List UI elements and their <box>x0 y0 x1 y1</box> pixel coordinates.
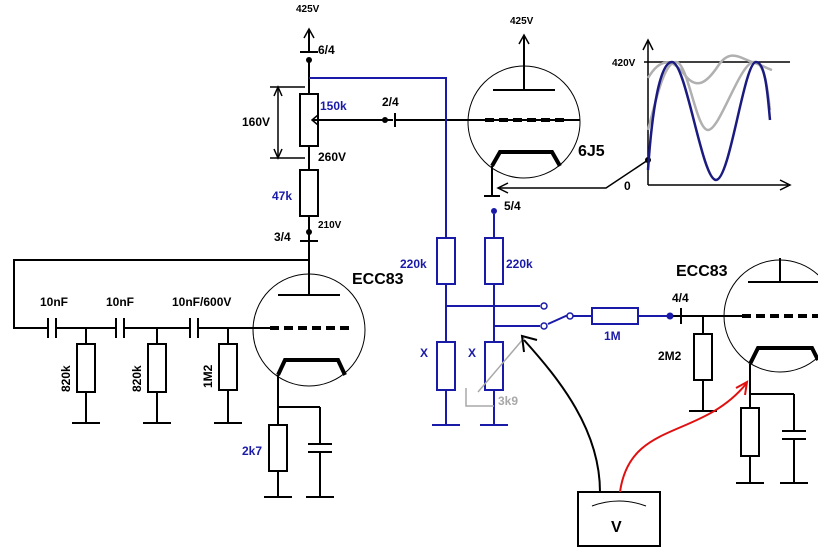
bridge-r-left: 220k <box>400 257 427 271</box>
bridge-x-left: X <box>420 346 428 360</box>
cathode <box>276 358 347 376</box>
eye-cathode-pin: 5/4 <box>504 199 521 213</box>
resistor-47k-label: 47k <box>272 189 292 203</box>
supply-arrow-right <box>518 33 530 62</box>
node-voltage-260: 260V <box>318 150 346 164</box>
cap-label-2: 10nF <box>106 295 134 309</box>
voltage-span-arrow <box>270 85 305 160</box>
tube-left-name: ECC83 <box>352 271 404 288</box>
cap-label-1: 10nF <box>40 295 68 309</box>
tube-ecc83-left <box>252 273 366 387</box>
trim-resistor <box>465 337 525 407</box>
waveform-top-label: 420V <box>612 58 636 69</box>
pot-pin: 2/4 <box>382 95 399 109</box>
bridge-r-right: 220k <box>506 257 533 271</box>
tube-right-name: ECC83 <box>676 263 728 280</box>
resistor-47k <box>299 169 319 217</box>
tube-eye-name: 6J5 <box>578 143 605 160</box>
meter-label: V <box>611 519 622 536</box>
waveform-zero-label: 0 <box>624 179 631 193</box>
probe-lead-red <box>619 380 749 493</box>
span-voltage: 160V <box>242 115 270 129</box>
voltmeter <box>577 491 661 547</box>
cathode-resistor-label: 2k7 <box>242 444 262 458</box>
node-voltage-210: 210V <box>318 220 342 231</box>
probe-lead-black <box>520 334 601 493</box>
supply-left-voltage: 425V <box>296 4 320 15</box>
grid-resistor-label: 2M2 <box>658 349 682 363</box>
supply-arrow-left <box>300 27 318 53</box>
cap-label-3: 10nF/600V <box>172 295 231 309</box>
trim-label: 3k9 <box>498 394 518 408</box>
waveform-plot <box>642 38 792 191</box>
res-label-3: 1M2 <box>201 364 215 388</box>
bridge-x-right: X <box>468 346 476 360</box>
resistor-2m2 <box>693 333 713 381</box>
supply-left-pin: 6/4 <box>318 43 335 57</box>
rc-phase-network <box>47 318 270 424</box>
res-label-1: 820k <box>59 365 73 392</box>
series-resistor-label: 1M <box>604 329 621 343</box>
grid-pin-right: 4/4 <box>672 291 689 305</box>
pot-value: 150k <box>320 99 347 113</box>
measurement-bridge <box>309 77 674 426</box>
res-label-2: 820k <box>130 365 144 392</box>
resistor-2k7 <box>268 424 288 472</box>
anode-pin: 3/4 <box>274 230 291 244</box>
supply-right-voltage: 425V <box>510 16 534 27</box>
feedback-wire <box>13 259 309 329</box>
